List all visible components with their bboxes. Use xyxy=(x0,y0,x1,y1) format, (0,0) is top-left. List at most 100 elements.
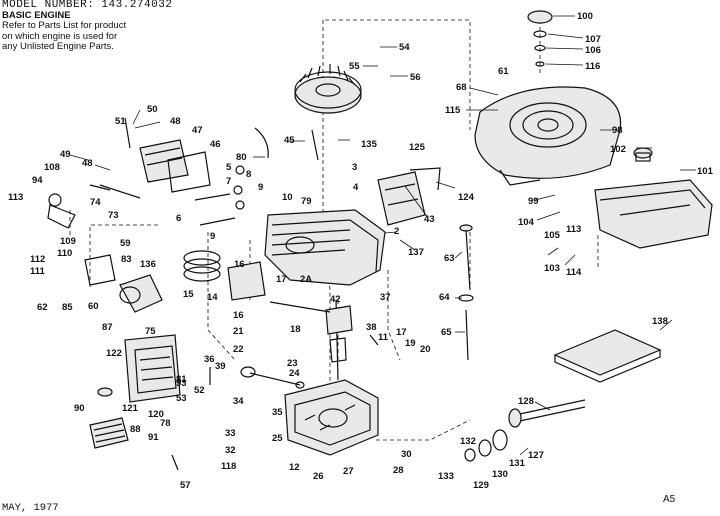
callout-35: 35 xyxy=(272,407,283,418)
callout-114: 114 xyxy=(566,267,582,278)
callout-9b: 9 xyxy=(210,231,215,242)
callout-54: 54 xyxy=(399,42,410,53)
callout-32: 32 xyxy=(225,445,236,456)
callout-53: 53 xyxy=(176,393,187,404)
callout-118: 118 xyxy=(221,461,236,472)
callout-21: 21 xyxy=(233,326,244,337)
callout-109: 109 xyxy=(60,236,76,247)
starter-cup-part xyxy=(527,10,553,67)
callout-16a: 16 xyxy=(234,259,245,270)
callout-17b: 17 xyxy=(396,327,407,338)
callout-25: 25 xyxy=(272,433,283,444)
callout-103: 103 xyxy=(544,263,560,274)
callout-106: 106 xyxy=(585,45,601,56)
callout-12: 12 xyxy=(289,462,300,473)
callout-101: 101 xyxy=(697,166,714,177)
callout-46: 46 xyxy=(210,139,221,150)
callout-100: 100 xyxy=(577,11,593,22)
callout-98: 98 xyxy=(612,125,623,136)
callout-81: 81 xyxy=(176,374,187,385)
callout-51: 51 xyxy=(115,116,126,127)
callout-43: 43 xyxy=(424,214,435,225)
callout-22: 22 xyxy=(233,344,244,355)
callout-38: 38 xyxy=(366,322,377,333)
callout-37: 37 xyxy=(380,292,391,303)
callout-16b: 16 xyxy=(233,310,244,321)
callout-47: 47 xyxy=(192,125,203,136)
callout-68: 68 xyxy=(456,82,467,93)
note-line-3: any Unlisted Engine Parts. xyxy=(2,41,114,52)
cylinder-head-part xyxy=(139,139,211,193)
callout-5: 5 xyxy=(226,162,232,173)
diagram-header: MODEL NUMBER: 143.274032 BASIC ENGINE Re… xyxy=(2,0,172,53)
page-code: A5 xyxy=(663,494,676,505)
pto-shaft-part xyxy=(464,399,586,462)
carburetor-part xyxy=(84,254,163,313)
crankshaft-part xyxy=(325,299,353,381)
callout-15: 15 xyxy=(183,289,194,300)
callout-120: 120 xyxy=(148,409,164,420)
callout-102: 102 xyxy=(610,144,626,155)
callout-110: 110 xyxy=(57,248,72,259)
callout-132: 132 xyxy=(460,436,476,447)
flywheel-part xyxy=(294,64,362,114)
callout-33: 33 xyxy=(225,428,236,439)
callout-14: 14 xyxy=(207,292,218,303)
callout-88: 88 xyxy=(130,424,141,435)
callout-18: 18 xyxy=(290,324,301,335)
print-date: MAY, 1977 xyxy=(2,502,59,514)
callout-116: 116 xyxy=(585,61,600,72)
callout-125: 125 xyxy=(409,142,426,153)
fuel-tank-part xyxy=(594,147,713,249)
callout-19: 19 xyxy=(405,338,416,349)
callout-83: 83 xyxy=(121,254,132,265)
callout-4: 4 xyxy=(353,182,359,193)
callout-3: 3 xyxy=(352,162,357,173)
callout-87: 87 xyxy=(102,322,113,333)
callout-2a: 2A xyxy=(300,274,312,285)
callout-99: 99 xyxy=(528,196,539,207)
callout-2: 2 xyxy=(394,226,399,237)
callout-122: 122 xyxy=(106,348,122,359)
callout-45: 45 xyxy=(284,135,295,146)
callout-17a: 17 xyxy=(276,274,287,285)
callout-133: 133 xyxy=(438,471,454,482)
callout-labels: 100 107 106 116 61 68 115 98 102 101 54 … xyxy=(8,11,714,491)
callout-79: 79 xyxy=(301,196,312,207)
callout-91: 91 xyxy=(148,432,159,443)
callout-85: 85 xyxy=(62,302,73,313)
callout-49: 49 xyxy=(60,149,71,160)
callout-108: 108 xyxy=(44,162,60,173)
muffler-part xyxy=(124,334,181,403)
callout-138: 138 xyxy=(652,316,668,327)
callout-113-right: 113 xyxy=(566,224,581,235)
callout-127: 127 xyxy=(528,450,544,461)
callout-55: 55 xyxy=(349,61,360,72)
parts-list-book xyxy=(553,329,662,383)
callout-57: 57 xyxy=(180,480,191,491)
callout-105: 105 xyxy=(544,230,561,241)
callout-130: 130 xyxy=(492,469,508,480)
blower-housing-part xyxy=(474,86,622,186)
callout-93: 93 xyxy=(176,378,187,389)
callout-9a: 9 xyxy=(258,182,263,193)
cylinder-block-part xyxy=(264,209,386,286)
callout-56: 56 xyxy=(410,72,421,83)
callout-111: 111 xyxy=(30,266,46,277)
callout-74: 74 xyxy=(90,197,101,208)
callout-23: 23 xyxy=(287,358,298,369)
callout-90: 90 xyxy=(74,403,85,414)
callout-131: 131 xyxy=(509,458,526,469)
callout-10: 10 xyxy=(282,192,293,203)
callout-48b: 48 xyxy=(82,158,93,169)
callout-48a: 48 xyxy=(170,116,181,127)
fastener-hardware xyxy=(47,117,379,471)
callout-36: 36 xyxy=(204,354,215,365)
piston-rings-part xyxy=(183,250,266,301)
callout-107: 107 xyxy=(585,34,601,45)
callout-62: 62 xyxy=(37,302,48,313)
callout-30: 30 xyxy=(401,449,412,460)
callout-26: 26 xyxy=(313,471,324,482)
callout-34: 34 xyxy=(233,396,244,407)
